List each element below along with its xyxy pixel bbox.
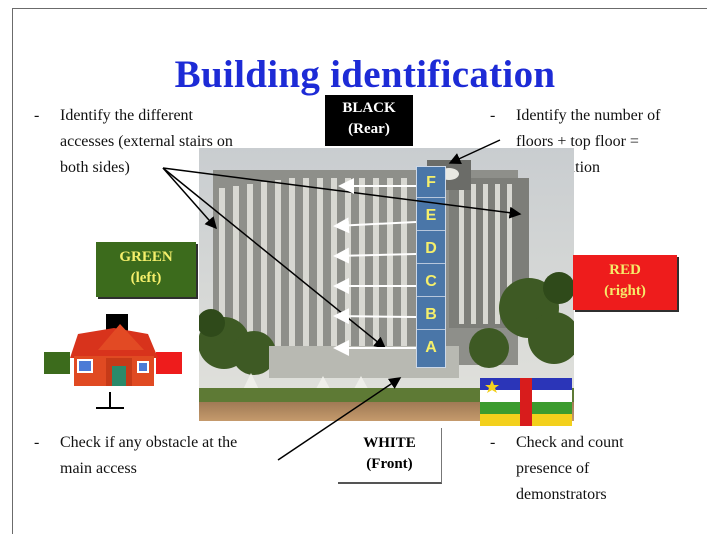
bullet-line: main access	[60, 460, 137, 477]
slide-border-left	[12, 8, 13, 534]
slide-border-top	[12, 8, 707, 9]
bullet-dash: -	[490, 107, 496, 124]
label-line: (left)	[130, 270, 162, 286]
floor-label: C	[417, 266, 445, 297]
bullet-line: Identify the different	[60, 107, 193, 124]
bullet-dash: -	[490, 434, 496, 451]
bullet-dash: -	[34, 107, 40, 124]
floor-indicator: F E D C B A	[416, 166, 446, 368]
label-line: (right)	[604, 283, 646, 299]
label-line: (Rear)	[348, 121, 390, 137]
floor-label: B	[417, 299, 445, 330]
bullet-line: floors + top floor =	[516, 133, 639, 150]
bullet-line: both sides)	[60, 159, 130, 176]
label-green-left: GREEN (left)	[96, 242, 196, 297]
house-icon	[40, 310, 190, 415]
bullet-line: accesses (external stairs on	[60, 133, 233, 150]
label-line: BLACK	[342, 100, 396, 116]
bullet-line: Identify the number of	[516, 107, 661, 124]
label-line: (Front)	[366, 456, 413, 472]
label-line: RED	[609, 262, 641, 278]
label-line: GREEN	[119, 249, 173, 265]
floor-label: E	[417, 200, 445, 231]
bullet-line: demonstrators	[516, 486, 607, 503]
label-white-front: WHITE (Front)	[338, 428, 442, 484]
bullet-line: presence of	[516, 460, 590, 477]
label-red-right: RED (right)	[573, 255, 677, 310]
bullet-line: Check if any obstacle at the	[60, 434, 238, 451]
central-african-republic-flag-icon	[480, 378, 572, 426]
floor-label: D	[417, 233, 445, 264]
label-black-rear: BLACK (Rear)	[325, 95, 413, 146]
label-line: WHITE	[363, 435, 416, 451]
floor-label: F	[417, 167, 445, 198]
slide-title: Building identification	[174, 53, 556, 96]
building-photo	[199, 148, 574, 421]
bullet-line: Check and count	[516, 434, 624, 451]
floor-label: A	[425, 339, 437, 356]
bullet-dash: -	[34, 434, 40, 451]
